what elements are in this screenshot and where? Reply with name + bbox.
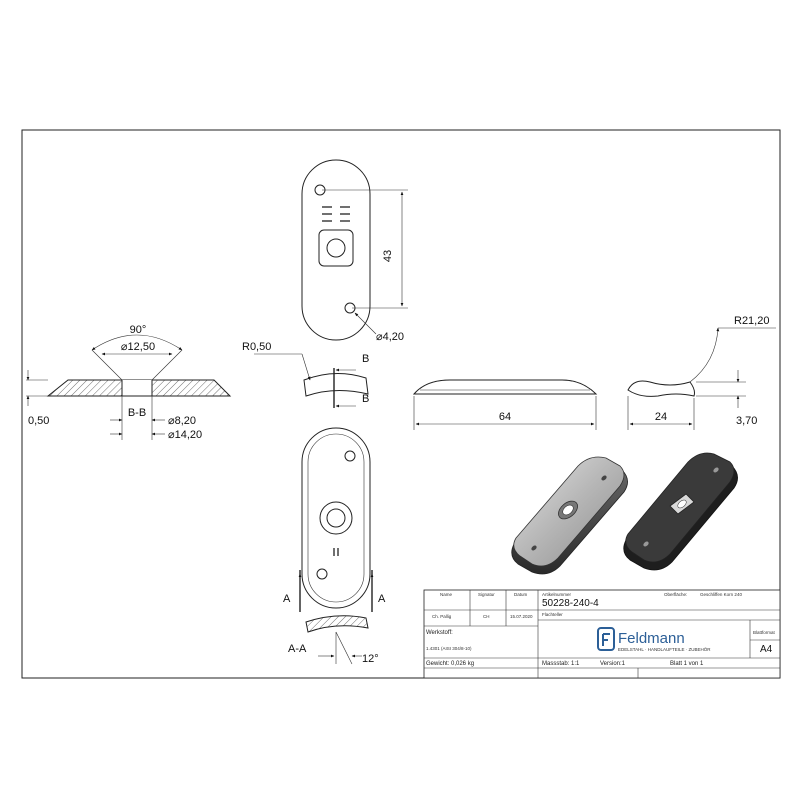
feldmann-logo: Feldmann EDELSTAHL · HANDLAUFTEILE · ZUB… [597,627,711,652]
section-a-marker-right: A [378,593,386,605]
tb-material-value: 1.4301 (AISI 304/8-10) [426,646,472,651]
tb-weight: Gewicht: 0,026 kg [426,661,474,667]
section-a-marker-left: A [283,593,291,605]
tb-date-value: 15.07.2020 [510,614,533,619]
end-view: R21,20 24 3,70 [627,315,776,430]
top-view-outline [301,159,371,341]
tb-header-name: Name [440,592,453,597]
side-view-profile [412,379,598,395]
tb-scale: Massstab: 1:1 [542,661,580,667]
tb-surface-value: Geschliffen Korn 240 [700,592,742,597]
section-b-marker-top: B [362,353,369,365]
dim-length: 64 [499,411,511,423]
section-a-view: A-A 12° [288,615,379,665]
end-view-b: R0,50 B B [242,341,369,408]
dim-bend-radius: R21,20 [734,315,769,327]
dim-edge-radius: R0,50 [242,341,271,353]
end-view-profile [627,380,695,397]
top-slot-marks [322,206,350,222]
end-view-b-profile [303,372,369,397]
logo-brand: Feldmann [618,630,685,647]
dim-thickness: 0,50 [28,415,49,427]
tb-description: Flachteller [542,612,563,617]
isometric-dark [623,452,738,571]
isometric-light [511,456,628,575]
logo-tagline: EDELSTAHL · HANDLAUFTEILE · ZUBEHÖR [618,646,711,652]
dim-counterbore: ⌀8,20 [168,415,196,427]
dim-hole-spacing: 43 [382,250,394,262]
section-a-label: A-A [288,643,307,655]
tb-signature-value: CH [483,614,490,619]
section-b-label: B-B [128,407,146,419]
dim-angle-90: 90° [130,324,147,336]
sheet-border [21,129,781,679]
dim-height: 3,70 [736,415,757,427]
bottom-view-outline [301,427,371,609]
bottom-hole-upper [344,450,356,462]
side-view: 64 [412,379,598,430]
tb-header-signature: Signatur [478,592,495,597]
bottom-center-bore [326,508,346,528]
bottom-hole-lower [316,568,328,580]
tb-header-date: Datum [514,592,528,597]
tb-format-value: A4 [760,644,773,655]
dim-outer-dia: ⌀14,20 [168,429,202,441]
dim-small-hole: ⌀4,20 [376,331,404,343]
top-view: 43 ⌀4,20 [301,159,408,343]
tb-header-surface: Oberfläche: [664,592,687,597]
bottom-center-boss [319,501,353,535]
tb-format-label: Blattformat [753,630,776,635]
tb-version: Version:1 [600,661,626,667]
title-block: Name Signatur Datum Artikelnummer Oberfl… [423,589,781,679]
top-center-bore [326,238,346,258]
tb-sheet: Blatt 1 von 1 [670,661,704,667]
tb-name-value: Ch. Pallig [432,614,452,619]
dim-angle-12: 12° [362,653,379,665]
dim-bore-dia: ⌀12,50 [121,341,155,353]
top-center-recess [318,229,354,267]
section-b-marker-bottom: B [362,393,369,405]
tb-article-value: 50228-240-4 [542,598,599,609]
bottom-view: A A [283,427,386,612]
dim-width: 24 [655,411,667,423]
section-b-bore [121,380,153,397]
section-b-view: 90° ⌀12,50 0,50 B-B ⌀8,20 ⌀14,20 [26,324,232,441]
tb-header-article: Artikelnummer [542,592,572,597]
tb-material-label: Werkstoff: [426,630,453,636]
section-a-profile [305,615,369,633]
